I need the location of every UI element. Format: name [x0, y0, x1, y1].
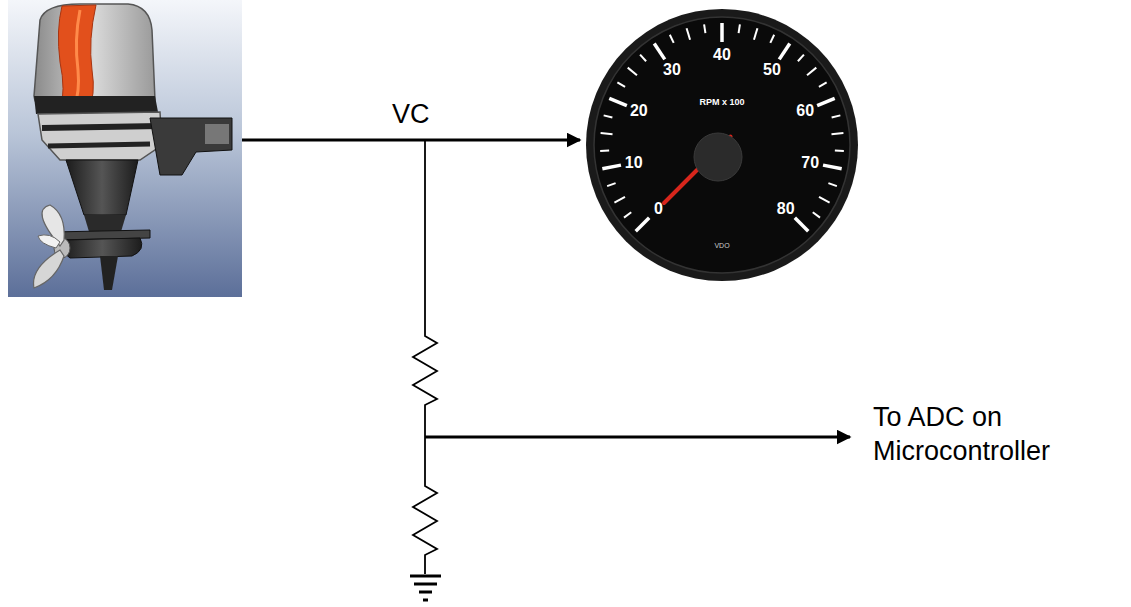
signal-wire	[242, 139, 580, 142]
scale-number: 60	[796, 102, 814, 120]
scale-unit: RPM x 100	[699, 97, 744, 107]
divider-wire	[424, 410, 426, 480]
signal-name: VC	[392, 98, 430, 130]
resistor-symbol	[413, 480, 437, 560]
scale-number: 70	[801, 154, 819, 172]
scale-number: 80	[777, 200, 795, 218]
scale-number: 0	[654, 200, 663, 218]
resistor-symbol	[413, 330, 437, 410]
divider-wire	[424, 560, 426, 574]
scale-number: 40	[713, 46, 731, 64]
scale-number: 50	[763, 61, 781, 79]
destination-note: To ADC on Microcontroller	[873, 400, 1113, 468]
outboard-motor	[8, 0, 242, 297]
scale-number: 30	[663, 61, 681, 79]
tachometer-dial: 0 10 20 30 40 50 60 70 80 RPM x 100VDO	[585, 8, 859, 282]
ground-symbol	[410, 576, 441, 600]
brand-mark: VDO	[714, 242, 729, 249]
divider-wire	[424, 140, 426, 330]
adc-wire	[425, 436, 850, 439]
scale-number: 20	[630, 102, 648, 120]
scale-number: 10	[625, 154, 643, 172]
